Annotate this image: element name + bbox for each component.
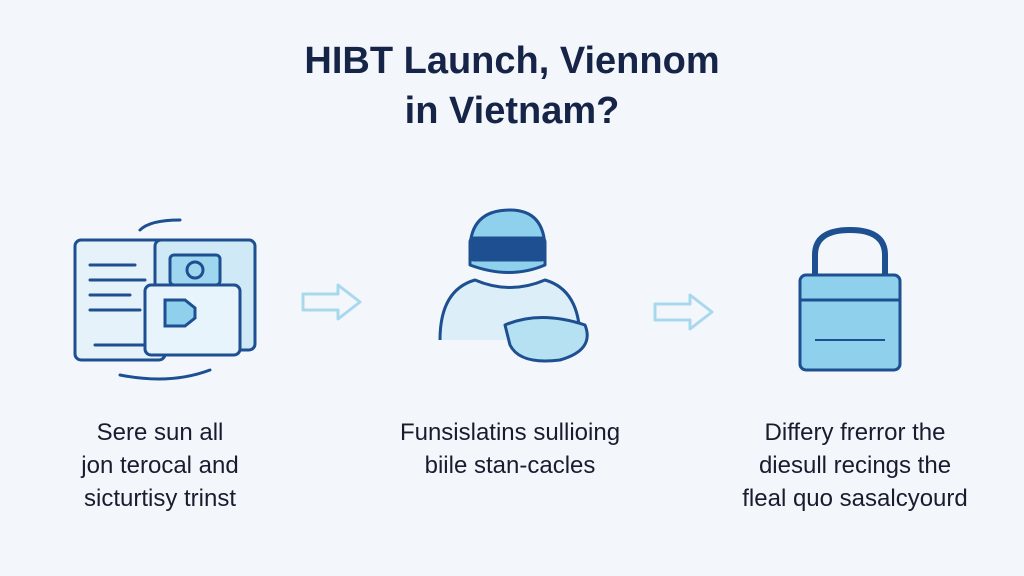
arrow-right-icon (653, 293, 714, 331)
document-devices-icon (73, 218, 257, 381)
caption-line: biile stan-cacles (424, 452, 596, 479)
caption-line: Differy frerror the (764, 419, 946, 446)
caption-line: diesull recings the (758, 452, 952, 479)
caption-line: Funsislatins sullioing (399, 419, 621, 446)
person-hands-icon (438, 208, 589, 363)
page-title: HIBT Launch, Viennom in Vietnam? (0, 36, 1024, 136)
title-line-1: HIBT Launch, Viennom (304, 40, 720, 82)
title-line-2: in Vietnam? (404, 90, 620, 132)
caption-line: fleal quo sasalcyourd (742, 485, 968, 512)
caption-line: Sere sun all (96, 419, 224, 446)
caption-line: sicturtisy trinst (83, 485, 236, 512)
arrow-right-icon (301, 283, 362, 321)
padlock-icon (798, 226, 902, 372)
step-caption-2: Funsislatins sullioing biile stan-cacles (370, 416, 650, 482)
step-caption-3: Differy frerror the diesull recings the … (715, 416, 995, 515)
step-caption-1: Sere sun all jon terocal and sicturtisy … (40, 416, 280, 515)
caption-line: jon terocal and (81, 452, 239, 479)
